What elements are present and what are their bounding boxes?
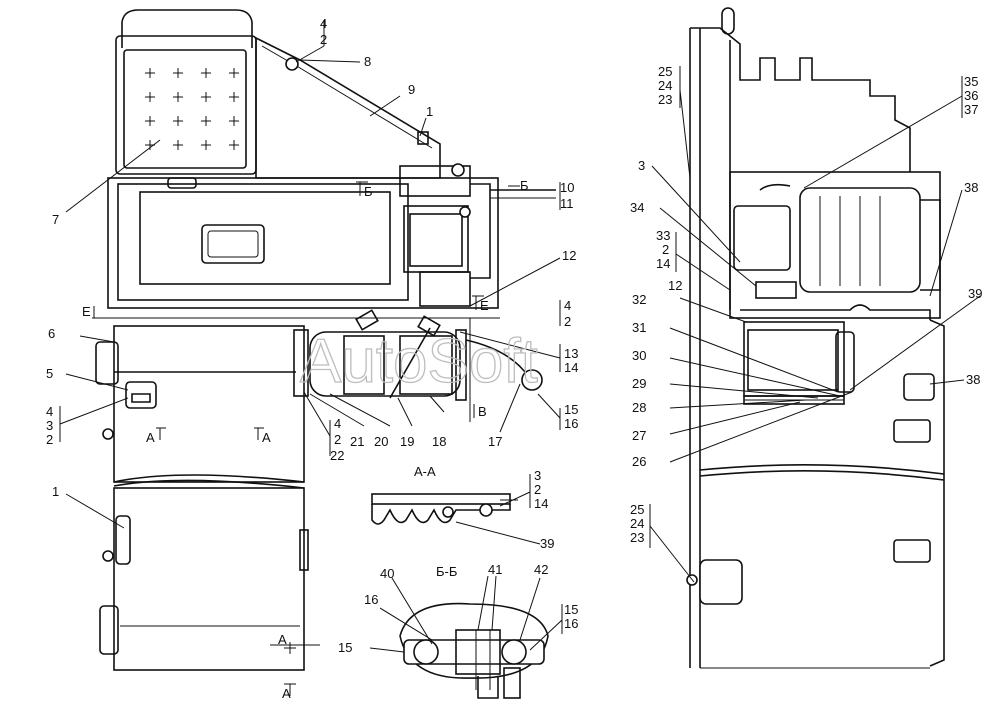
label-13: 13 [564,346,578,361]
label-1-b: 1 [52,484,59,499]
label-36: 36 [964,88,978,103]
label-25-b: 25 [630,502,644,517]
label-4: 4 [320,16,327,31]
label-9: 9 [408,82,415,97]
label-38: 38 [964,180,978,195]
label-24: 24 [658,78,672,93]
label-31: 31 [632,320,646,335]
watermark-text: AutoSoft [300,327,538,396]
left-assembly-view [92,9,556,671]
label-23: 23 [658,92,672,107]
label-17: 17 [488,434,502,449]
label-12: 12 [562,248,576,263]
label-37: 37 [964,102,978,117]
label-11: 11 [560,196,574,211]
label-15: 15 [564,402,578,417]
marker-e1: Е [82,304,91,319]
marker-e2: Е [480,298,489,313]
label-3-aa: 3 [534,468,541,483]
leader-lines [59,20,981,653]
marker-a3: А [278,632,287,647]
label-4-e: 4 [564,298,571,313]
label-33: 33 [656,228,670,243]
callout-labels: 8 4 2 9 1 7 10 11 12 4 2 13 14 15 16 17 … [46,16,982,701]
label-14-aa: 14 [534,496,548,511]
label-15-bb: 15 [338,640,352,655]
label-7: 7 [52,212,59,227]
label-2: 2 [320,32,327,47]
label-6: 6 [48,326,55,341]
label-15-bb2: 15 [564,602,578,617]
label-14: 14 [564,360,578,375]
label-35: 35 [964,74,978,89]
label-2-c: 2 [46,432,53,447]
label-16: 16 [564,416,578,431]
label-4-c: 4 [46,404,53,419]
label-2-b: 2 [334,432,341,447]
label-19: 19 [400,434,414,449]
label-27: 27 [632,428,646,443]
label-39: 39 [968,286,982,301]
label-24-b: 24 [630,516,644,531]
right-assembly-view [686,7,945,669]
label-41: 41 [488,562,502,577]
marker-a4: А [282,686,291,701]
label-4-b: 4 [334,416,341,431]
label-3-c: 3 [46,418,53,433]
label-2-r: 2 [662,242,669,257]
label-12-r: 12 [668,278,682,293]
label-18: 18 [432,434,446,449]
label-21: 21 [350,434,364,449]
label-28: 28 [632,400,646,415]
label-20: 20 [374,434,388,449]
label-2-aa: 2 [534,482,541,497]
label-1: 1 [426,104,433,119]
label-14-r: 14 [656,256,670,271]
label-30: 30 [632,348,646,363]
section-b-b [399,602,549,699]
label-25: 25 [658,64,672,79]
label-16-bb: 16 [364,592,378,607]
marker-b2: Б [520,178,529,193]
section-a-a [371,493,518,525]
label-10: 10 [560,180,574,195]
marker-a2: А [262,430,271,445]
label-5: 5 [46,366,53,381]
label-34: 34 [630,200,644,215]
label-39-aa: 39 [540,536,554,551]
marker-v1: В [478,404,487,419]
label-3-r: 3 [638,158,645,173]
label-23-b: 23 [630,530,644,545]
label-8: 8 [364,54,371,69]
section-title-bb: Б-Б [436,564,457,579]
section-markers [93,181,520,696]
label-29: 29 [632,376,646,391]
label-22: 22 [330,448,344,463]
marker-b1: Б [364,184,373,199]
label-42: 42 [534,562,548,577]
label-2-e: 2 [564,314,571,329]
label-38-b: 38 [966,372,980,387]
label-16-bb2: 16 [564,616,578,631]
marker-a1: А [146,430,155,445]
label-26: 26 [632,454,646,469]
label-40: 40 [380,566,394,581]
label-32: 32 [632,292,646,307]
section-title-aa: А-А [414,464,436,479]
